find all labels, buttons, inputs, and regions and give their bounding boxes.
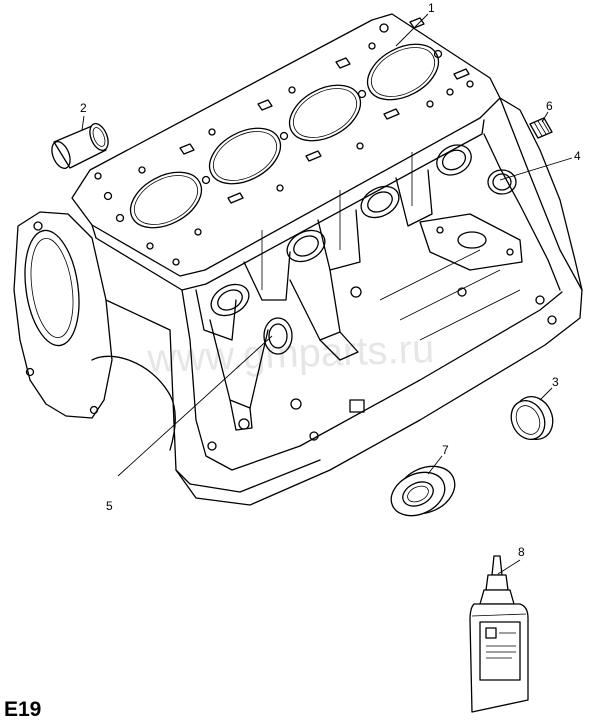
part-sealant-bottle bbox=[469, 555, 529, 713]
callout-4: 4 bbox=[574, 149, 581, 163]
engine-block bbox=[13, 13, 583, 506]
diagram-code: E19 bbox=[4, 698, 41, 721]
callout-1: 1 bbox=[428, 1, 435, 15]
callout-8: 8 bbox=[518, 545, 525, 559]
callout-2: 2 bbox=[80, 101, 87, 115]
callout-6: 6 bbox=[546, 99, 553, 113]
callout-3: 3 bbox=[552, 375, 559, 389]
part-cup-plug bbox=[510, 396, 554, 440]
callout-7: 7 bbox=[442, 443, 449, 457]
leader-lines bbox=[81, 13, 573, 575]
callout-5: 5 bbox=[106, 499, 113, 513]
part-plug bbox=[529, 117, 553, 139]
part-seal bbox=[390, 465, 456, 517]
bottle-label bbox=[479, 621, 521, 681]
part-sleeve bbox=[51, 123, 109, 169]
watermark: www.gmparts.ru bbox=[146, 327, 435, 381]
